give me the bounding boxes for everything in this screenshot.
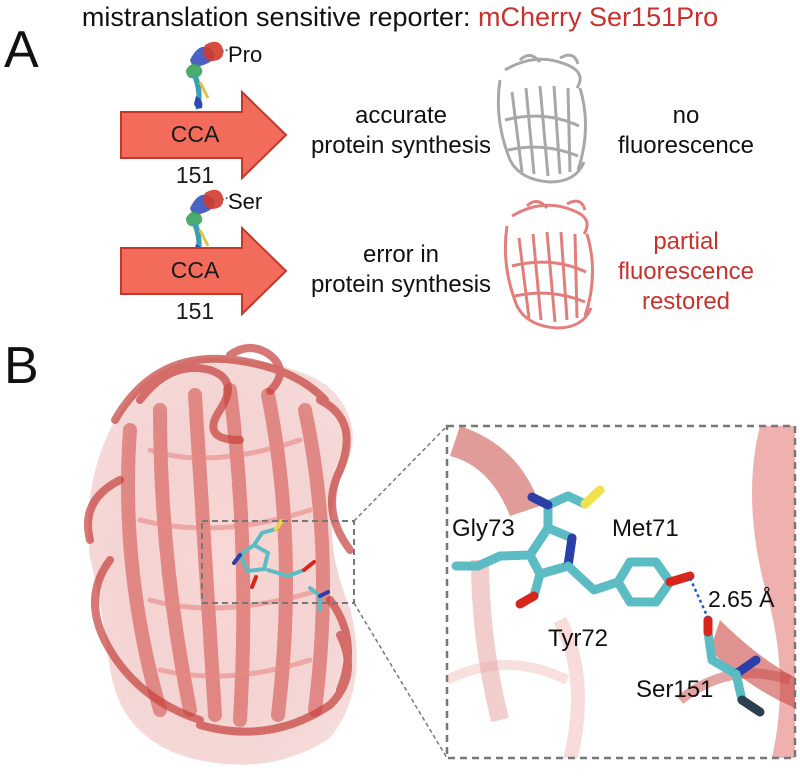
panel-letter-b: B [4,337,39,395]
outcome-description-1: accurate protein synthesis [296,101,506,161]
arrow-label-cca-2: CCA [170,257,220,283]
title-highlight: mCherry Ser151Pro [478,2,719,32]
arrow-label-cca-1: CCA [170,121,220,147]
protein-no-fluorescence-icon [496,53,587,184]
figure-title: mistranslation sensitive reporter: mCher… [0,2,800,33]
label-gly73: Gly73 [452,515,515,542]
zoom-panel [445,424,797,760]
result-line-2a: partial [653,228,719,255]
gene-arrow-2 [120,225,288,317]
codon-position-2: 151 [175,298,215,324]
label-tyr72: Tyr72 [548,625,609,652]
label-met71: Met71 [612,515,679,542]
result-no-fluorescence: no fluorescence [596,101,776,161]
result-line-1b: fluorescence [617,132,755,159]
outcome-line-2a: error in [362,241,440,268]
trna-icon-pro [186,41,233,110]
amino-acid-label-pro: Pro [228,42,263,67]
amino-acid-label-ser: Ser [228,189,263,214]
codon-position-1: 151 [175,162,215,188]
outcome-line-1a: accurate [354,102,448,129]
result-line-2c: restored [641,288,731,315]
result-line-1a: no [672,102,700,129]
title-prefix: mistranslation sensitive reporter: [81,2,479,32]
label-hbond-distance: 2.65 Å [708,586,775,612]
mcherry-structure [84,344,357,765]
zoom-region-box [201,520,355,604]
outcome-line-2b: protein synthesis [310,271,492,298]
label-ser151: Ser151 [636,676,714,703]
result-line-2b: fluorescence [617,258,755,285]
panel-letter-a: A [4,21,39,79]
outcome-line-1b: protein synthesis [310,132,492,159]
outcome-description-2: error in protein synthesis [296,240,506,300]
result-partial-fluorescence: partial fluorescence restored [596,227,776,317]
gene-arrow-1 [120,89,288,181]
protein-partial-fluorescence-icon [503,199,594,330]
hydrogen-bond-line [688,577,710,619]
